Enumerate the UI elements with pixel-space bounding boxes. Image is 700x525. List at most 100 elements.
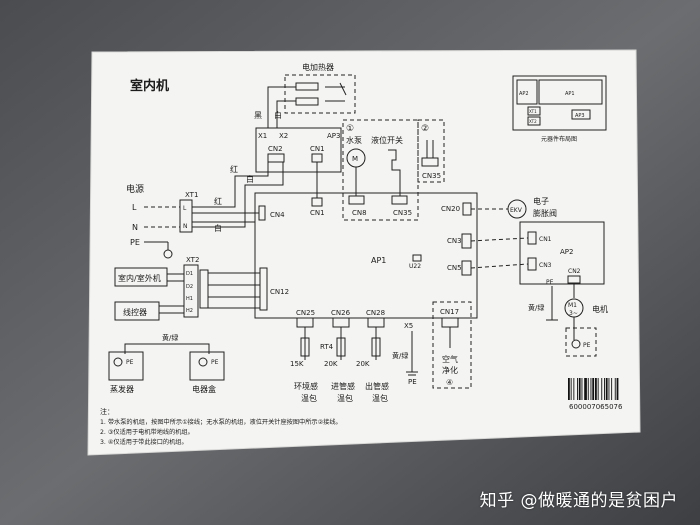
svg-text:CN17: CN17 bbox=[440, 308, 459, 316]
svg-text:CN20: CN20 bbox=[441, 205, 460, 213]
svg-text:CN35: CN35 bbox=[393, 209, 412, 217]
svg-text:出管感: 出管感 bbox=[365, 381, 389, 391]
barcode-bar bbox=[592, 378, 595, 400]
svg-text:CN12: CN12 bbox=[270, 288, 289, 296]
svg-text:CN1: CN1 bbox=[310, 209, 325, 217]
barcode-bar bbox=[573, 378, 575, 400]
barcode-bar bbox=[581, 378, 583, 400]
svg-text:CN25: CN25 bbox=[296, 309, 315, 317]
svg-text:线控器: 线控器 bbox=[123, 307, 147, 317]
svg-text:AP2: AP2 bbox=[560, 248, 573, 256]
svg-text:黄/绿: 黄/绿 bbox=[162, 333, 178, 342]
barcode-bar bbox=[614, 378, 616, 400]
svg-text:蒸发器: 蒸发器 bbox=[110, 384, 134, 394]
component-layout-inset: AP2 AP1 XT1 XT2 AP3 元器件布局图 bbox=[512, 75, 607, 143]
electric-heater: 电加热器 bbox=[284, 62, 356, 114]
svg-text:进管感: 进管感 bbox=[331, 381, 355, 391]
x5-pe-label: PE bbox=[408, 378, 417, 386]
svg-text:XT2: XT2 bbox=[186, 256, 199, 264]
svg-text:H2: H2 bbox=[186, 308, 193, 314]
svg-text:环境感: 环境感 bbox=[294, 381, 318, 391]
svg-text:1. 带水泵的机组，按图中所示①接线；无水泵的机组，液位开关: 1. 带水泵的机组，按图中所示①接线；无水泵的机组，液位开关针座按图中所示②接线… bbox=[100, 418, 342, 426]
barcode-bar bbox=[587, 378, 589, 400]
barcode-bar bbox=[595, 378, 597, 400]
notes: 注： 1. 带水泵的机组，按图中所示①接线；无水泵的机组，液位开关针座按图中所示… bbox=[100, 407, 342, 446]
svg-text:CN2: CN2 bbox=[268, 145, 283, 153]
wired-controller-box bbox=[114, 301, 160, 321]
white-wire-label-2: 白 bbox=[214, 223, 222, 233]
barcode-bar bbox=[578, 378, 581, 400]
barcode-bar bbox=[570, 378, 572, 400]
barcode-bar bbox=[605, 378, 608, 400]
svg-text:CN2: CN2 bbox=[568, 268, 581, 275]
paper-sheet bbox=[87, 49, 641, 456]
barcode-bar bbox=[568, 378, 570, 400]
svg-text:M1: M1 bbox=[568, 302, 577, 309]
svg-text:CN5: CN5 bbox=[447, 264, 462, 272]
x5-ground-label: 黄/绿 bbox=[392, 351, 408, 360]
svg-text:N: N bbox=[132, 223, 138, 232]
svg-text:净化: 净化 bbox=[442, 365, 458, 375]
svg-text:①: ① bbox=[346, 124, 354, 134]
red-wire-label-1: 红 bbox=[230, 164, 238, 174]
svg-text:M: M bbox=[352, 155, 358, 163]
svg-text:U22: U22 bbox=[409, 263, 421, 270]
svg-text:AP3: AP3 bbox=[575, 113, 585, 119]
level-switch-option-group: ② CN35 bbox=[417, 119, 445, 183]
svg-text:液位开关: 液位开关 bbox=[371, 135, 403, 145]
svg-text:膨胀阀: 膨胀阀 bbox=[533, 208, 557, 218]
barcode-bar bbox=[616, 378, 619, 400]
temperature-sensors: 15K RT4 20K 20K 环境感 温包 进管感 温包 出管感 温包 bbox=[290, 327, 389, 403]
power-supply: 电源 L N PE XT1 L N bbox=[126, 183, 198, 259]
svg-text:PE: PE bbox=[130, 238, 140, 247]
svg-text:电器盒: 电器盒 bbox=[192, 384, 216, 394]
xt2-terminal: XT2 D1 D2 H1 H2 bbox=[183, 256, 209, 318]
ap2-board: AP2 CN1 CN3 CN2 bbox=[519, 221, 605, 285]
svg-text:②: ② bbox=[421, 124, 429, 134]
watermark: 知乎 @做暖通的是贫困户 bbox=[479, 491, 678, 511]
svg-text:D1: D1 bbox=[186, 271, 193, 277]
svg-text:20K: 20K bbox=[324, 360, 338, 368]
svg-text:电加热器: 电加热器 bbox=[302, 62, 334, 72]
svg-text:PE: PE bbox=[126, 359, 134, 366]
white-wire-label-1: 白 bbox=[246, 174, 254, 184]
svg-text:CN1: CN1 bbox=[310, 145, 325, 153]
svg-text:温包: 温包 bbox=[301, 393, 317, 403]
svg-text:AP3: AP3 bbox=[327, 132, 340, 140]
svg-text:CN4: CN4 bbox=[270, 211, 285, 219]
barcode-bar bbox=[597, 378, 599, 400]
svg-text:N: N bbox=[183, 223, 188, 230]
barcode: 600007065076 bbox=[568, 378, 623, 411]
svg-text:X2: X2 bbox=[279, 132, 288, 140]
barcode-bar bbox=[608, 378, 610, 400]
svg-text:L: L bbox=[132, 203, 137, 212]
ap2-ground-label: 黄/绿 bbox=[528, 303, 544, 312]
ap1-main-board: AP1 U22 CN4 CN12 CN20 CN3 CN5 CN25 CN26 … bbox=[254, 192, 478, 330]
svg-text:AP2: AP2 bbox=[519, 91, 529, 97]
indoor-outdoor-box bbox=[114, 267, 168, 287]
svg-text:H1: H1 bbox=[186, 296, 193, 302]
svg-text:CN3: CN3 bbox=[539, 262, 552, 269]
svg-text:AP1: AP1 bbox=[371, 256, 386, 265]
svg-text:注：: 注： bbox=[100, 407, 114, 416]
svg-text:600007065076: 600007065076 bbox=[569, 403, 623, 411]
svg-text:CN35: CN35 bbox=[422, 172, 441, 180]
red-wire-label-2: 红 bbox=[214, 196, 222, 206]
svg-text:空气: 空气 bbox=[442, 354, 458, 364]
svg-text:温包: 温包 bbox=[372, 393, 388, 403]
svg-text:2. ③仅适用于电机带地线的机组。: 2. ③仅适用于电机带地线的机组。 bbox=[100, 428, 194, 436]
ground-connections: 黄/绿 PE 蒸发器 PE 电器盒 bbox=[108, 333, 225, 394]
barcode-bar bbox=[590, 378, 592, 400]
level-switch-icon bbox=[388, 149, 401, 196]
heater-black-wire-label: 黑 bbox=[254, 111, 262, 120]
air-purifier-option: CN17 空气 净化 ④ bbox=[432, 301, 472, 389]
barcode-bar bbox=[584, 378, 587, 400]
electronic-expansion-valve: EKV 电子 膨胀阀 bbox=[471, 196, 557, 219]
svg-text:CN28: CN28 bbox=[366, 309, 385, 317]
svg-text:15K: 15K bbox=[290, 360, 304, 368]
pe-ground-icon bbox=[163, 249, 173, 259]
barcode-bar bbox=[601, 378, 603, 400]
svg-text:温包: 温包 bbox=[337, 393, 353, 403]
barcode-bar bbox=[604, 378, 605, 400]
